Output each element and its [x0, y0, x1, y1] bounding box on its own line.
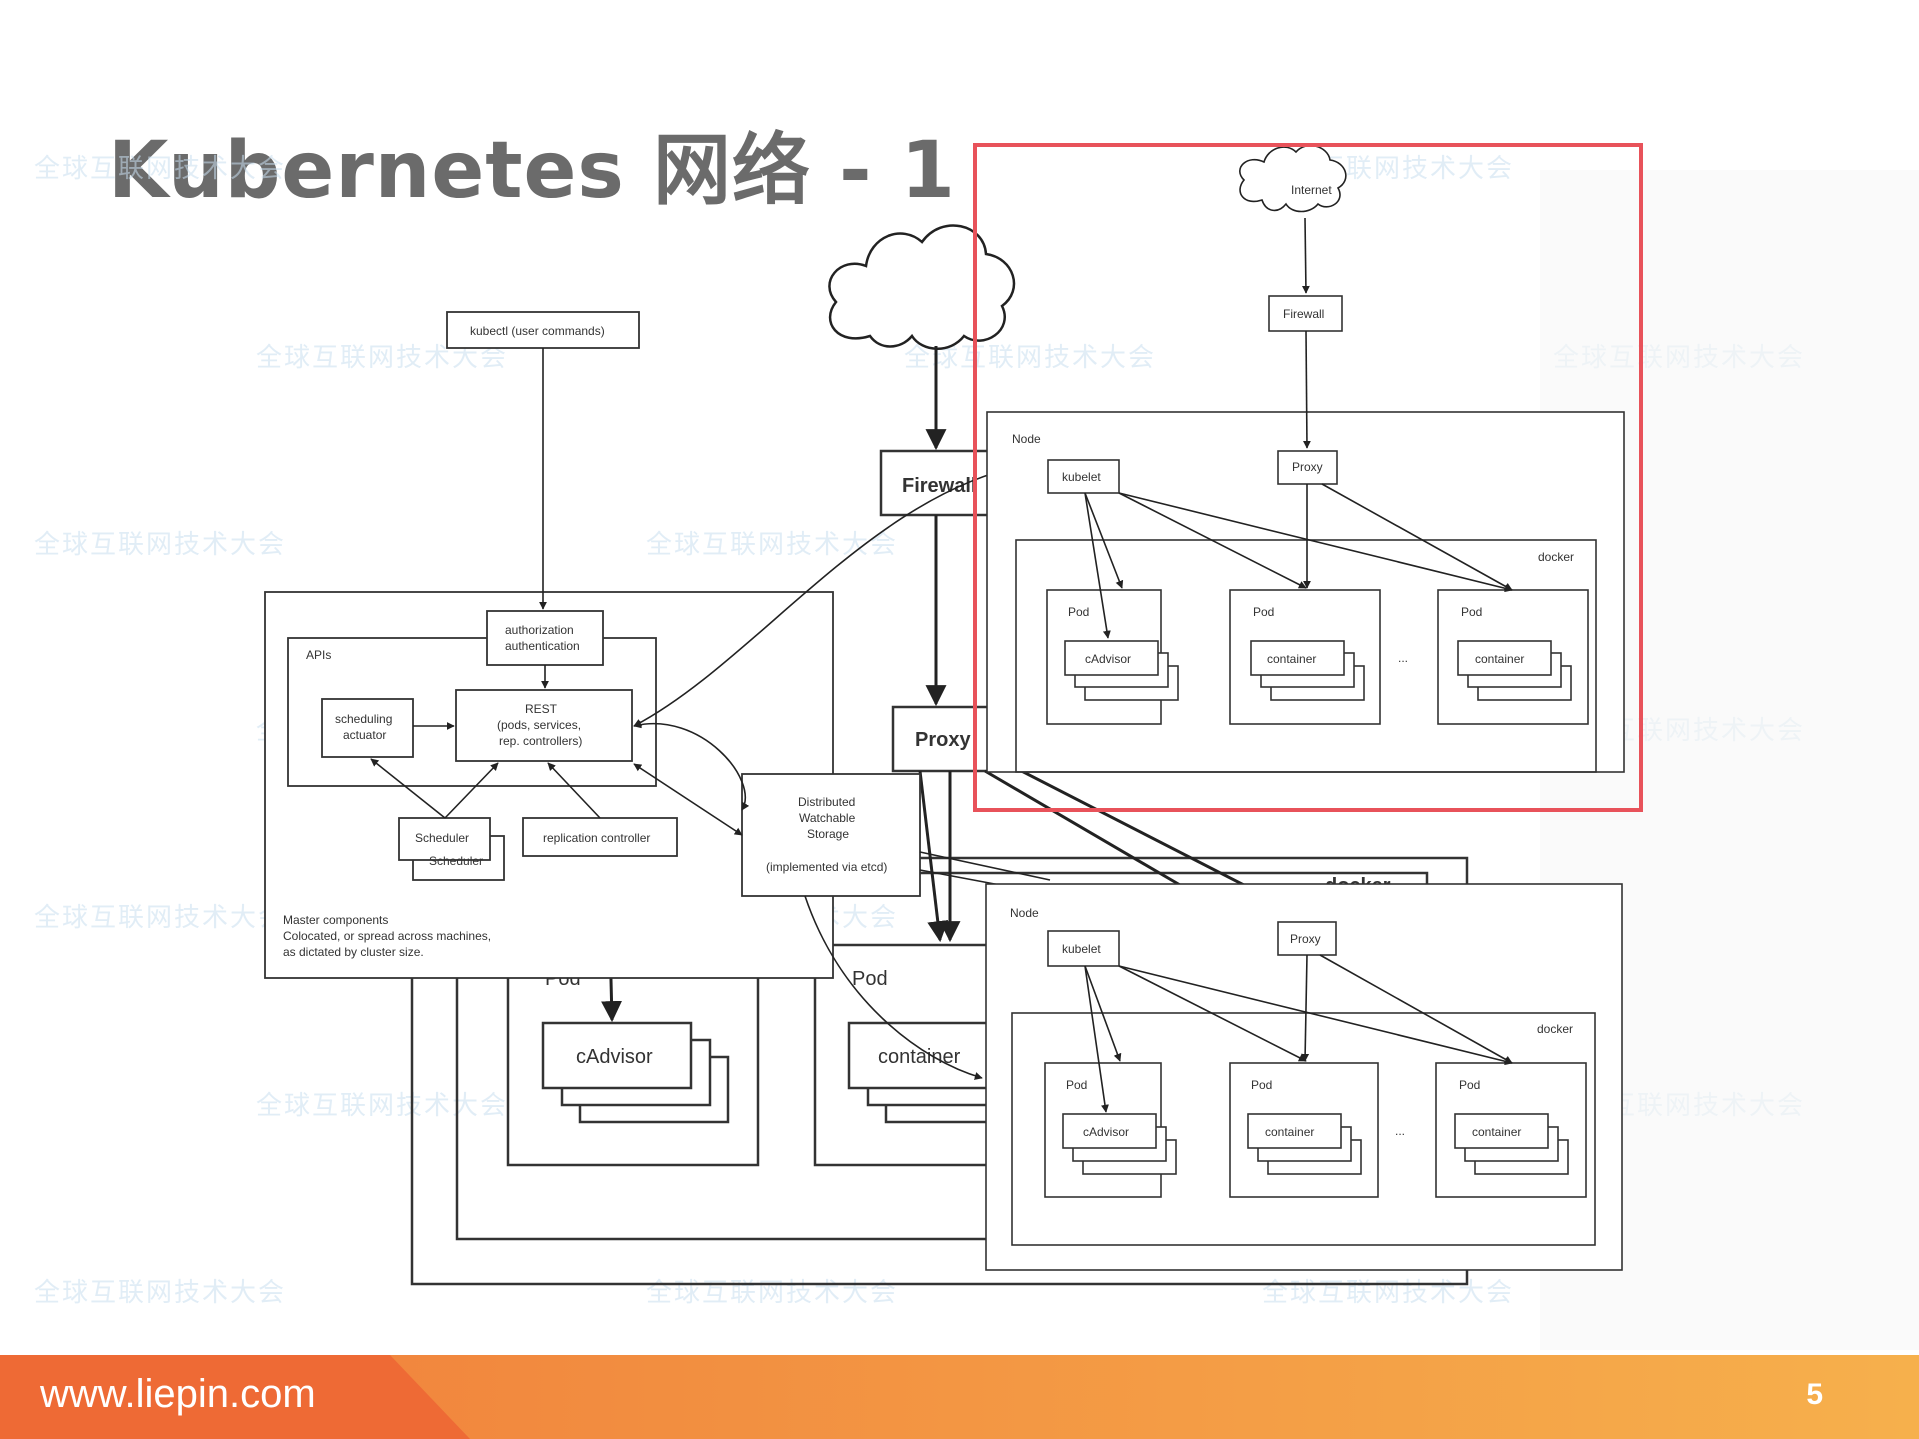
ellipsis-bottom: ...: [1395, 1124, 1405, 1138]
watermark: 全球互联网技术大会: [34, 1278, 287, 1308]
replication-label: replication controller: [543, 831, 650, 845]
pod-bottom-label-1: Pod: [1066, 1078, 1087, 1092]
apis-label: APIs: [306, 648, 331, 662]
pod-bottom-label-3: Pod: [1459, 1078, 1480, 1092]
cadvisor-large-label: cAdvisor: [576, 1046, 653, 1068]
storage-label-4: (implemented via etcd): [766, 860, 887, 874]
cadvisor-bottom-label: cAdvisor: [1083, 1125, 1129, 1139]
rest-label-3: rep. controllers): [499, 734, 582, 748]
docker-top-label: docker: [1538, 550, 1574, 564]
watermark: 全球互联网技术大会: [256, 1091, 509, 1121]
slide-title: Kubernetes 网络 - 1: [108, 126, 956, 216]
proxy-large-label: Proxy: [915, 729, 971, 751]
master-components: [264, 311, 921, 979]
node-top: [986, 295, 1625, 773]
cadvisor-top-label: cAdvisor: [1085, 652, 1131, 666]
master-label-2: Colocated, or spread across machines,: [283, 929, 491, 943]
container-top-label-1: container: [1267, 652, 1316, 666]
storage-label-1: Distributed: [798, 795, 855, 809]
node-top-labels: Internet Firewall Node kubelet Proxy doc…: [1012, 183, 1574, 666]
auth-label-1: authorization: [505, 623, 574, 637]
pod-top-label-3: Pod: [1461, 605, 1482, 619]
node-top-label: Node: [1012, 432, 1041, 446]
scheduling-label-2: actuator: [343, 728, 386, 742]
storage-label-2: Watchable: [799, 811, 856, 825]
scheduler-label-1: Scheduler: [415, 831, 469, 845]
scheduler-label-2: Scheduler: [429, 854, 483, 868]
container-bottom-label-1: container: [1265, 1125, 1314, 1139]
proxy-bottom-label: Proxy: [1290, 932, 1321, 946]
pod-top-label-1: Pod: [1068, 605, 1089, 619]
watermark: 全球互联网技术大会: [34, 530, 287, 560]
watermark: 全球互联网技术大会: [34, 903, 287, 933]
internet-top-label: Internet: [1291, 183, 1332, 197]
kubelet-bottom-label: kubelet: [1062, 942, 1101, 956]
kubectl-label: kubectl (user commands): [470, 324, 605, 338]
pod-large-label-2: Pod: [852, 968, 888, 990]
container-bottom-label-2: container: [1472, 1125, 1521, 1139]
firewall-top-label: Firewall: [1283, 307, 1324, 321]
ellipsis-top: ...: [1398, 651, 1408, 665]
rest-label-1: REST: [525, 702, 558, 716]
master-label-3: as dictated by cluster size.: [283, 945, 424, 959]
master-arrows: [370, 348, 1051, 1080]
pod-top-label-2: Pod: [1253, 605, 1274, 619]
node-bottom-label: Node: [1010, 906, 1039, 920]
container-top-label-2: container: [1475, 652, 1524, 666]
pod-bottom-label-2: Pod: [1251, 1078, 1272, 1092]
watermark: 全球互联网技术大会: [34, 154, 287, 184]
storage-label-3: Storage: [807, 827, 849, 841]
node-bottom-labels: Node kubelet Proxy docker Pod Pod Pod cA…: [1010, 906, 1573, 1139]
docker-bottom-label: docker: [1537, 1022, 1573, 1036]
master-labels: kubectl (user commands) authorization au…: [283, 324, 887, 959]
node-bottom-arrows: [1084, 954, 1513, 1113]
node-bottom: [985, 883, 1623, 1271]
proxy-top-label: Proxy: [1292, 460, 1323, 474]
page-number: 5: [1806, 1378, 1823, 1411]
rest-label-2: (pods, services,: [497, 718, 581, 732]
auth-label-2: authentication: [505, 639, 580, 653]
internet-cloud-top: [1239, 144, 1347, 213]
kubelet-top-label: kubelet: [1062, 470, 1101, 484]
firewall-large-label: Firewall: [902, 475, 976, 497]
footer-bar: [0, 1355, 1919, 1439]
container-large-label: container: [878, 1046, 961, 1068]
footer-url[interactable]: www.liepin.com: [40, 1372, 316, 1416]
highlight-frame: [973, 143, 1643, 812]
node-top-arrows: [1084, 217, 1513, 639]
internet-cloud-large: [828, 224, 1016, 350]
master-label-1: Master components: [283, 913, 388, 927]
scheduling-label-1: scheduling: [335, 712, 392, 726]
